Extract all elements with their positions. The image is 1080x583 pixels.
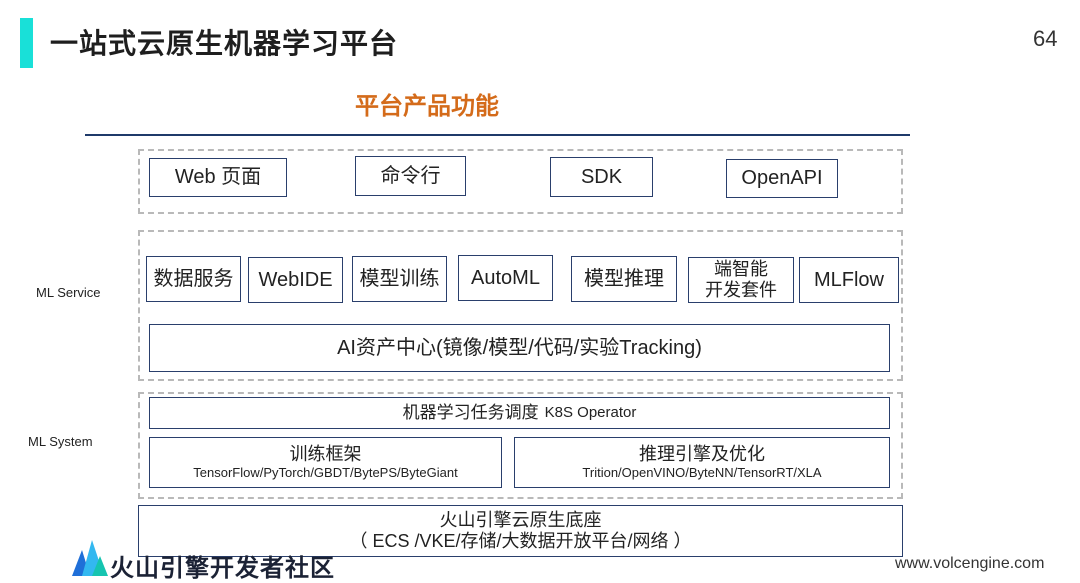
title-accent-bar bbox=[20, 18, 33, 68]
inference-engine-list: Trition/OpenVINO/ByteNN/TensorRT/XLA bbox=[582, 465, 822, 481]
ml-service-label: ML Service bbox=[36, 285, 101, 300]
inference-engine-box: 推理引擎及优化 Trition/OpenVINO/ByteNN/TensorRT… bbox=[514, 437, 890, 488]
ml-system-group bbox=[138, 392, 903, 499]
webide-label: WebIDE bbox=[258, 268, 333, 291]
model-inference-box: 模型推理 bbox=[571, 256, 677, 302]
cloud-native-base-detail: （ ECS /VKE/存储/大数据开放平台/网络 ） bbox=[349, 531, 692, 551]
mlflow-box: MLFlow bbox=[799, 257, 899, 303]
cli-label: 命令行 bbox=[380, 164, 441, 187]
sdk-box: SDK bbox=[550, 157, 653, 197]
training-framework-list: TensorFlow/PyTorch/GBDT/BytePS/ByteGiant bbox=[193, 465, 458, 481]
access-layer-group bbox=[138, 149, 903, 214]
task-scheduler-label: 机器学习任务调度 bbox=[402, 403, 539, 423]
inference-engine-title: 推理引擎及优化 bbox=[639, 443, 765, 464]
mlflow-label: MLFlow bbox=[813, 268, 884, 291]
edge-ai-label-line2: 开发套件 bbox=[705, 280, 777, 300]
automl-label: AutoML bbox=[471, 266, 540, 289]
ml-service-group bbox=[138, 230, 903, 381]
page-title: 一站式云原生机器学习平台 bbox=[50, 28, 399, 59]
openapi-box: OpenAPI bbox=[726, 159, 838, 198]
cli-box: 命令行 bbox=[355, 156, 466, 196]
ml-system-label: ML System bbox=[28, 434, 93, 449]
volcano-logo-icon bbox=[72, 540, 108, 576]
openapi-label: OpenAPI bbox=[741, 167, 823, 189]
heading-divider bbox=[85, 134, 910, 136]
section-heading: 平台产品功能 bbox=[355, 93, 499, 120]
task-scheduler-box: 机器学习任务调度 K8S Operator bbox=[149, 397, 890, 429]
data-service-label: 数据服务 bbox=[153, 267, 234, 290]
ai-asset-center-box: AI资产中心(镜像/模型/代码/实验Tracking) bbox=[149, 324, 890, 372]
data-service-box: 数据服务 bbox=[146, 256, 241, 302]
webide-box: WebIDE bbox=[248, 257, 343, 303]
ai-asset-center-label: AI资产中心(镜像/模型/代码/实验Tracking) bbox=[337, 336, 702, 359]
edge-ai-kit-box: 端智能 开发套件 bbox=[688, 257, 794, 303]
training-framework-title: 训练框架 bbox=[289, 443, 362, 464]
k8s-operator-label: K8S Operator bbox=[544, 404, 637, 422]
model-training-label: 模型训练 bbox=[359, 267, 440, 290]
edge-ai-label-line1: 端智能 bbox=[714, 259, 768, 280]
cloud-native-base-title: 火山引擎云原生底座 bbox=[439, 510, 602, 531]
web-page-box: Web 页面 bbox=[149, 158, 287, 197]
page-number: 64 bbox=[1033, 26, 1058, 51]
web-page-label: Web 页面 bbox=[174, 166, 262, 188]
model-inference-label: 模型推理 bbox=[584, 267, 664, 290]
automl-box: AutoML bbox=[458, 255, 553, 301]
footer-url: www.volcengine.com bbox=[895, 555, 1045, 572]
training-framework-box: 训练框架 TensorFlow/PyTorch/GBDT/BytePS/Byte… bbox=[149, 437, 502, 488]
sdk-label: SDK bbox=[580, 165, 623, 188]
cloud-native-base-box: 火山引擎云原生底座 （ ECS /VKE/存储/大数据开放平台/网络 ） bbox=[138, 505, 903, 557]
model-training-box: 模型训练 bbox=[352, 256, 447, 302]
footer-logo-text: 火山引擎开发者社区 bbox=[110, 555, 335, 582]
